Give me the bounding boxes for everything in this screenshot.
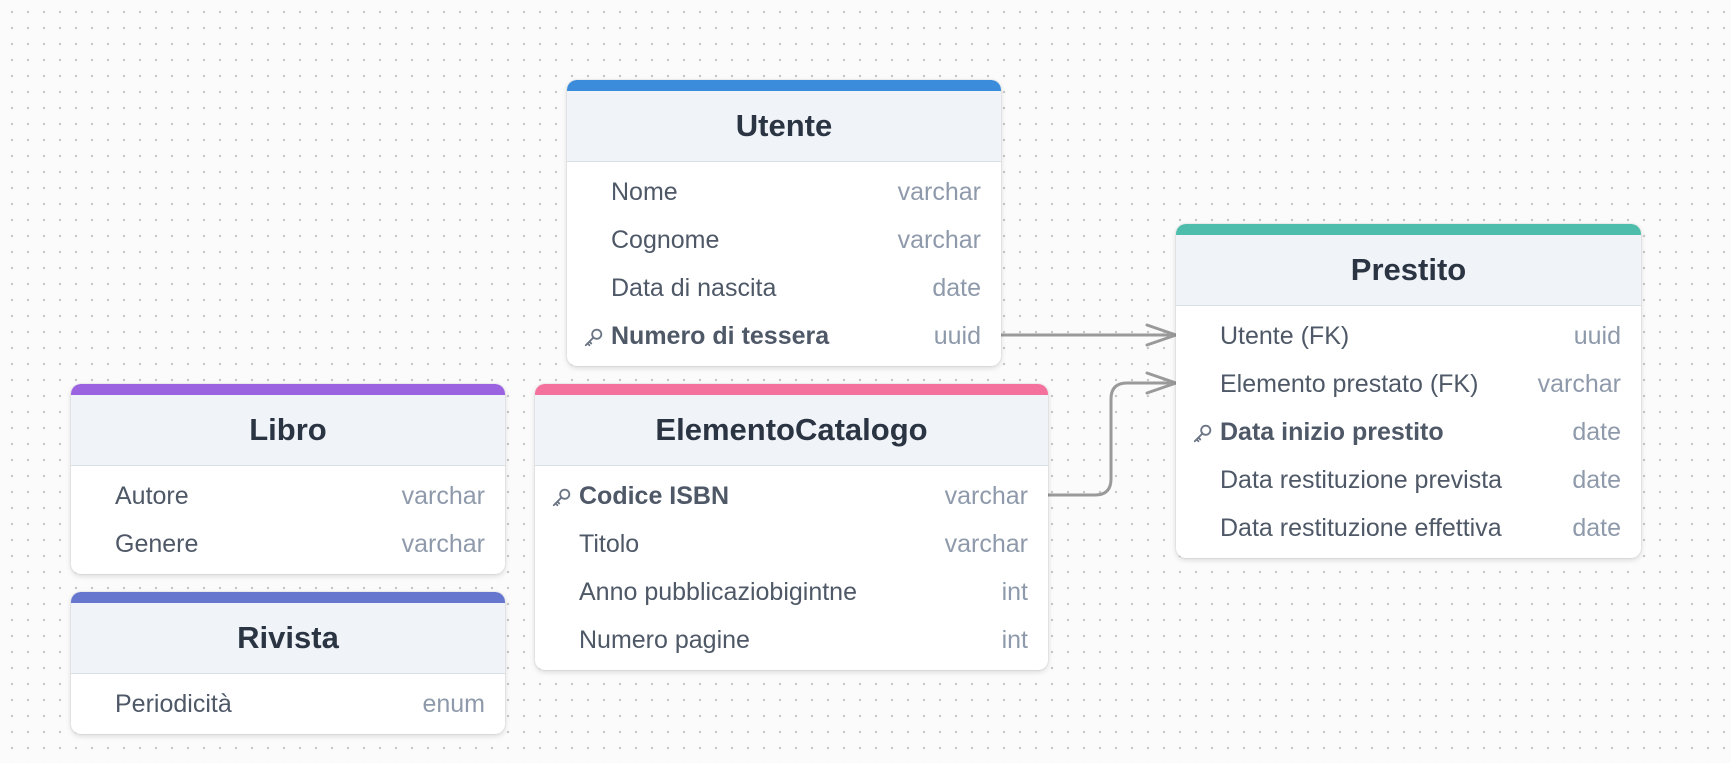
field-row[interactable]: Data restituzione prevista date <box>1176 456 1641 504</box>
field-type: int <box>1001 577 1028 606</box>
entity-header: ElementoCatalogo <box>535 395 1048 466</box>
field-name: Cognome <box>611 225 720 254</box>
field-type: uuid <box>1573 321 1621 350</box>
entity-title: ElementoCatalogo <box>655 412 928 447</box>
entity-color-bar <box>1176 224 1641 235</box>
field-row[interactable]: Cognome varchar <box>567 216 1001 264</box>
field-row-primary-key[interactable]: Data inizio prestito date <box>1176 408 1641 456</box>
entity-utente[interactable]: Utente Nome varchar Cognome varchar Data… <box>567 80 1001 366</box>
entity-title: Prestito <box>1350 252 1467 287</box>
field-name: Utente (FK) <box>1220 321 1350 350</box>
field-type: uuid <box>933 321 981 350</box>
field-row[interactable]: Data restituzione effettiva date <box>1176 504 1641 552</box>
field-row[interactable]: Numero pagine int <box>535 616 1048 664</box>
field-name: Data restituzione effettiva <box>1220 513 1502 542</box>
field-name: Titolo <box>579 529 640 558</box>
field-type: varchar <box>401 529 485 558</box>
relationship-line <box>1045 381 1178 497</box>
entity-color-bar <box>71 592 505 603</box>
crows-foot-icon <box>1145 323 1178 347</box>
key-icon <box>1193 424 1212 443</box>
crows-foot-icon <box>1145 371 1178 395</box>
field-row[interactable]: Utente (FK) uuid <box>1176 312 1641 360</box>
field-type: varchar <box>944 529 1028 558</box>
field-row[interactable]: Data di nascita date <box>567 264 1001 312</box>
field-type: varchar <box>944 481 1028 510</box>
entity-rivista[interactable]: Rivista Periodicità enum <box>71 592 505 734</box>
relationship-elementocatalogo-prestito[interactable] <box>1045 371 1178 497</box>
field-row[interactable]: Autore varchar <box>71 472 505 520</box>
field-type: date <box>1572 465 1621 494</box>
field-name: Anno pubblicaziobigintne <box>579 577 857 606</box>
field-row-primary-key[interactable]: Numero di tessera uuid <box>567 312 1001 360</box>
field-name: Genere <box>115 529 199 558</box>
field-list: Periodicità enum <box>71 674 505 734</box>
entity-elemento-catalogo[interactable]: ElementoCatalogo Codice ISBN varchar Tit… <box>535 384 1048 670</box>
entity-title: Rivista <box>237 620 339 655</box>
field-type: date <box>1572 417 1621 446</box>
field-type: int <box>1001 625 1028 654</box>
relationship-utente-prestito[interactable] <box>998 323 1178 347</box>
entity-libro[interactable]: Libro Autore varchar Genere varchar <box>71 384 505 574</box>
field-name: Data di nascita <box>611 273 777 302</box>
field-row-primary-key[interactable]: Codice ISBN varchar <box>535 472 1048 520</box>
field-type: varchar <box>897 177 981 206</box>
field-name: Periodicità <box>115 689 232 718</box>
field-row[interactable]: Periodicità enum <box>71 680 505 728</box>
field-row[interactable]: Genere varchar <box>71 520 505 568</box>
field-list: Autore varchar Genere varchar <box>71 466 505 574</box>
entity-header: Libro <box>71 395 505 466</box>
entity-prestito[interactable]: Prestito Utente (FK) uuid Elemento prest… <box>1176 224 1641 558</box>
entity-color-bar <box>567 80 1001 91</box>
field-type: varchar <box>401 481 485 510</box>
field-name: Nome <box>611 177 678 206</box>
field-list: Utente (FK) uuid Elemento prestato (FK) … <box>1176 306 1641 558</box>
key-icon <box>584 328 603 347</box>
field-name: Data restituzione prevista <box>1220 465 1503 494</box>
field-type: varchar <box>897 225 981 254</box>
field-name: Numero di tessera <box>611 321 830 350</box>
entity-header: Rivista <box>71 603 505 674</box>
field-type: enum <box>422 689 485 718</box>
field-name: Autore <box>115 481 189 510</box>
field-type: varchar <box>1537 369 1621 398</box>
field-row[interactable]: Elemento prestato (FK) varchar <box>1176 360 1641 408</box>
entity-header: Utente <box>567 91 1001 162</box>
field-name: Numero pagine <box>579 625 750 654</box>
field-name: Data inizio prestito <box>1220 417 1444 446</box>
field-row[interactable]: Titolo varchar <box>535 520 1048 568</box>
field-row[interactable]: Anno pubblicaziobigintne int <box>535 568 1048 616</box>
field-name: Elemento prestato (FK) <box>1220 369 1479 398</box>
field-list: Codice ISBN varchar Titolo varchar Anno … <box>535 466 1048 670</box>
entity-header: Prestito <box>1176 235 1641 306</box>
entity-color-bar <box>535 384 1048 395</box>
entity-title: Libro <box>249 412 327 447</box>
field-row[interactable]: Nome varchar <box>567 168 1001 216</box>
key-icon <box>552 488 571 507</box>
field-type: date <box>1572 513 1621 542</box>
field-name: Codice ISBN <box>579 481 730 510</box>
entity-color-bar <box>71 384 505 395</box>
field-list: Nome varchar Cognome varchar Data di nas… <box>567 162 1001 366</box>
field-type: date <box>932 273 981 302</box>
entity-title: Utente <box>735 108 833 143</box>
